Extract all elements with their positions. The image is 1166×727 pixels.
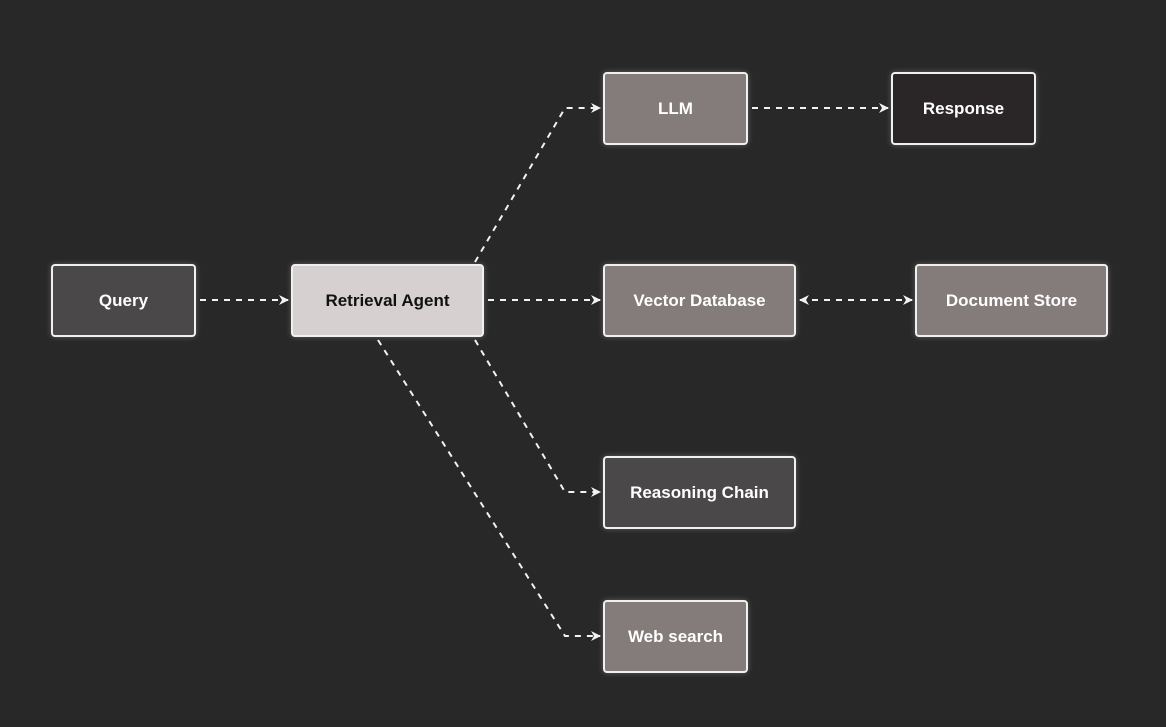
node-retrieval-agent[interactable]: Retrieval Agent [291, 264, 484, 337]
node-vector-database[interactable]: Vector Database [603, 264, 796, 337]
node-response[interactable]: Response [891, 72, 1036, 145]
node-web-search[interactable]: Web search [603, 600, 748, 673]
node-llm[interactable]: LLM [603, 72, 748, 145]
edge-retrieval-agent-to-llm [474, 103, 601, 263]
node-document-store[interactable]: Document Store [915, 264, 1108, 337]
node-reasoning-chain[interactable]: Reasoning Chain [603, 456, 796, 529]
edge-retrieval-agent-to-reasoning-chain [474, 339, 601, 497]
edge-retrieval-agent-to-web-search [377, 339, 601, 641]
node-query[interactable]: Query [51, 264, 196, 337]
